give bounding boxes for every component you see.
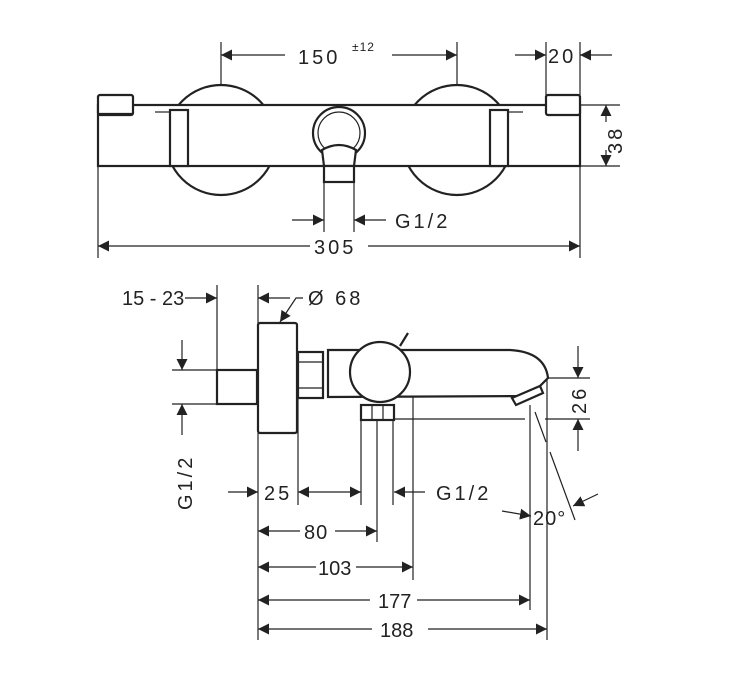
dim-177: 177 (378, 591, 411, 613)
dim-15-23: 15 - 23 (122, 288, 184, 310)
dim-80: 80 (304, 522, 328, 544)
dim-150-tolerance: ±12 (352, 40, 375, 54)
left-divider (168, 108, 190, 168)
dim-188: 188 (380, 620, 413, 642)
dim-38: 38 (605, 126, 627, 154)
outlet-connector (320, 143, 358, 168)
dim-25: 25 (264, 483, 292, 505)
wall-flange (256, 321, 299, 435)
dim-top-g12: G1/2 (395, 211, 450, 233)
side-view: 15 - 23 Ø 68 G1/2 25 G1/2 80 (122, 285, 599, 642)
thermostat-knob (348, 340, 412, 404)
left-handle-cap (96, 93, 135, 117)
right-handle-cap (544, 93, 582, 117)
bottom-outlet-nut (359, 403, 396, 422)
spout-aerator (510, 384, 545, 407)
wall-connector (215, 368, 259, 406)
right-divider (488, 108, 510, 168)
knob-lever (399, 332, 409, 347)
dim-150: 150 (298, 47, 340, 69)
dim-side-inlet-g12: G1/2 (175, 455, 197, 510)
dim-305: 305 (314, 237, 356, 259)
top-view: 150 ±12 20 38 G1/2 305 (96, 40, 627, 259)
connection-nut (296, 350, 325, 400)
dim-20: 20 (548, 46, 576, 68)
dim-20-degrees: 20° (533, 508, 566, 530)
dim-103: 103 (318, 558, 351, 580)
dim-side-outlet-g12: G1/2 (436, 483, 491, 505)
outlet-nipple (322, 164, 356, 184)
dim-diameter-68: Ø 68 (308, 288, 363, 310)
dim-26: 26 (569, 386, 591, 414)
